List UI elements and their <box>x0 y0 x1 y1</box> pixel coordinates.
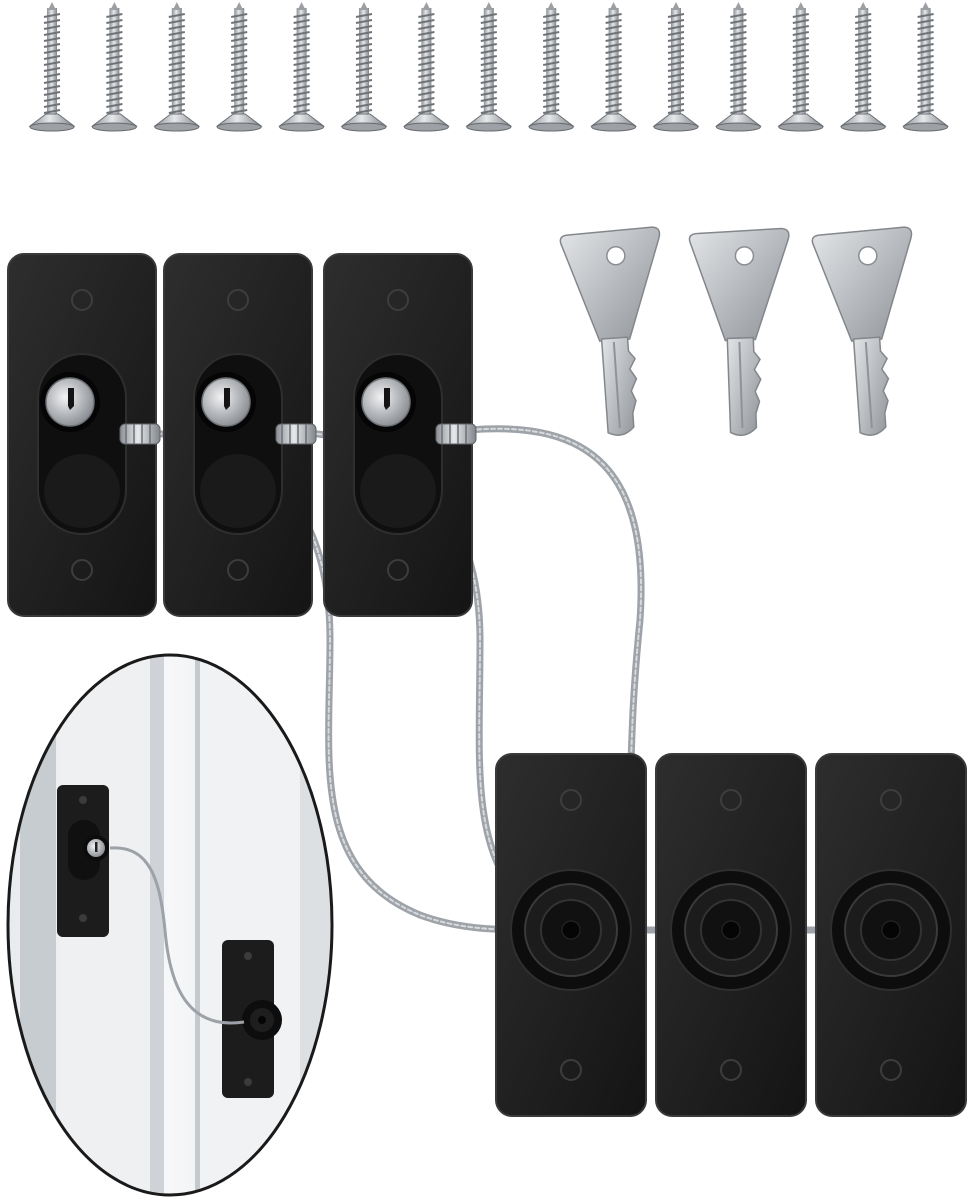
screw-icon <box>652 2 700 132</box>
screw-icon <box>278 2 326 132</box>
screw-row <box>28 2 950 132</box>
lock-plate-icon <box>7 253 161 617</box>
catch-plate-icon <box>815 753 967 1117</box>
key-icon <box>688 227 790 437</box>
screw-icon <box>465 2 513 132</box>
key-icon <box>559 226 661 436</box>
key-icon <box>811 226 913 436</box>
screw-icon <box>402 2 450 132</box>
catch-plate-group <box>495 753 967 1117</box>
lock-plate-icon <box>163 253 317 617</box>
screw-icon <box>777 2 825 132</box>
screw-icon <box>590 2 638 132</box>
screw-icon <box>714 2 762 132</box>
cable-2-highlight <box>309 432 521 901</box>
screw-icon <box>28 2 76 132</box>
key-set <box>559 226 913 437</box>
installed-window-photo <box>6 653 334 1197</box>
screw-icon <box>340 2 388 132</box>
catch-plate-icon <box>495 753 647 1117</box>
catch-plate-icon <box>655 753 807 1117</box>
screw-icon <box>215 2 263 132</box>
screw-icon <box>527 2 575 132</box>
screw-icon <box>90 2 138 132</box>
lock-plate-icon <box>323 253 477 617</box>
window-frame-left <box>20 655 56 1195</box>
screw-icon <box>839 2 887 132</box>
screw-icon <box>153 2 201 132</box>
lock-plate-group <box>7 253 477 617</box>
cable-3-highlight <box>469 427 642 791</box>
screw-icon <box>902 2 950 132</box>
cable-3 <box>466 425 645 794</box>
